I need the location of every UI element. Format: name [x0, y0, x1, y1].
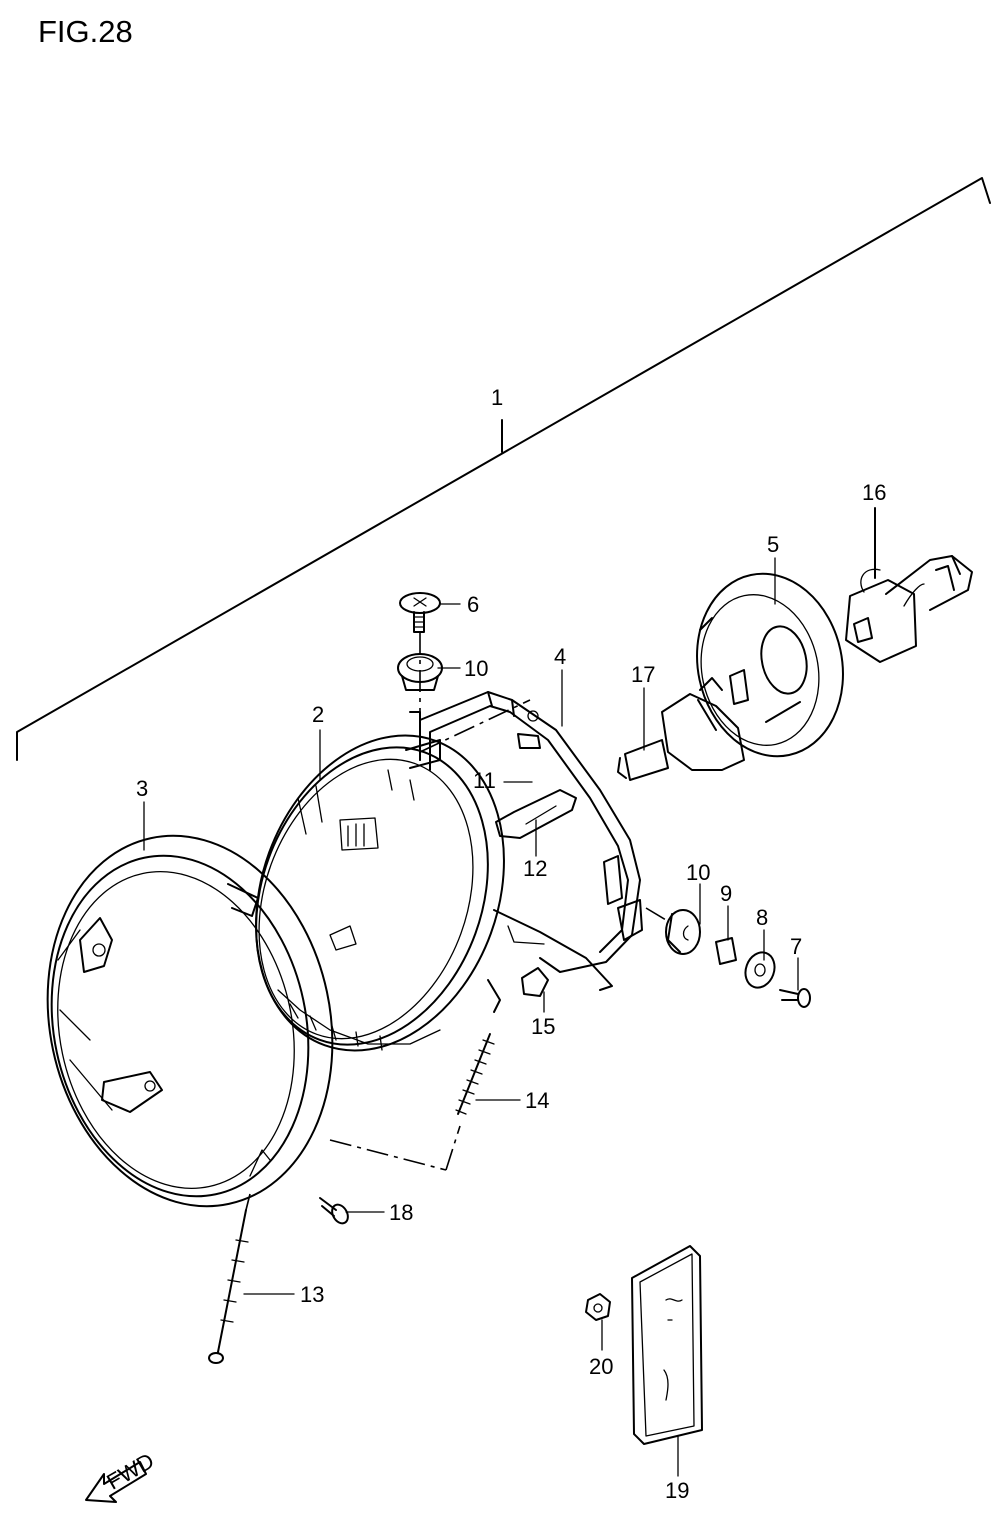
forward-arrow-icon: FWD — [85, 1448, 158, 1503]
headlamp-rim — [46, 834, 334, 1208]
label-part-4: 4 — [554, 644, 566, 669]
label-part-8: 8 — [756, 905, 768, 930]
label-part-17: 17 — [631, 662, 655, 687]
screw — [399, 592, 441, 633]
label-part-14: 14 — [525, 1088, 549, 1113]
label-part-20: 20 — [589, 1354, 613, 1379]
label-part-13: 13 — [300, 1282, 324, 1307]
label-part-12: 12 — [523, 856, 547, 881]
headlight-bulb — [617, 669, 749, 781]
adjust-bracket — [495, 789, 577, 839]
label-part-19: 19 — [665, 1478, 689, 1503]
nut — [585, 1293, 611, 1321]
label-part-18: 18 — [389, 1200, 413, 1225]
collar — [715, 937, 737, 965]
label-part-6: 6 — [467, 592, 479, 617]
leader-lines — [143, 557, 799, 1477]
nut-clip — [521, 967, 549, 997]
label-part-16: 16 — [862, 480, 886, 505]
adjuster-spring — [455, 1033, 495, 1115]
long-screw — [208, 1209, 249, 1364]
label-part-15: 15 — [531, 1014, 555, 1039]
label-part-3: 3 — [136, 776, 148, 801]
label-part-1: 1 — [491, 385, 503, 410]
label-part-2: 2 — [312, 702, 324, 727]
part-labels: 1 2 3 4 5 6 7 8 9 10 10 11 12 13 14 15 1… — [136, 385, 886, 1503]
figure-title: FIG.28 — [38, 14, 133, 49]
label-part-7: 7 — [790, 934, 802, 959]
label-part-10-lower: 10 — [686, 860, 710, 885]
headlamp-lens-unit — [255, 734, 505, 1052]
grommet-lower — [665, 909, 701, 955]
wiring-coupler — [845, 507, 973, 663]
washer — [744, 951, 776, 989]
small-clip — [517, 733, 541, 749]
rim-screw — [319, 1197, 349, 1225]
label-part-11: 11 — [473, 768, 496, 793]
forward-label: FWD — [102, 1448, 158, 1495]
label-part-9: 9 — [720, 881, 732, 906]
label-part-10-upper: 10 — [464, 656, 488, 681]
bolt — [779, 988, 811, 1008]
mounting-housing — [405, 691, 643, 991]
label-part-5: 5 — [767, 532, 779, 557]
socket-cover — [696, 572, 844, 758]
assembly-lines — [245, 632, 667, 1211]
caution-label — [631, 1245, 703, 1445]
assembly-bracket — [16, 177, 991, 761]
